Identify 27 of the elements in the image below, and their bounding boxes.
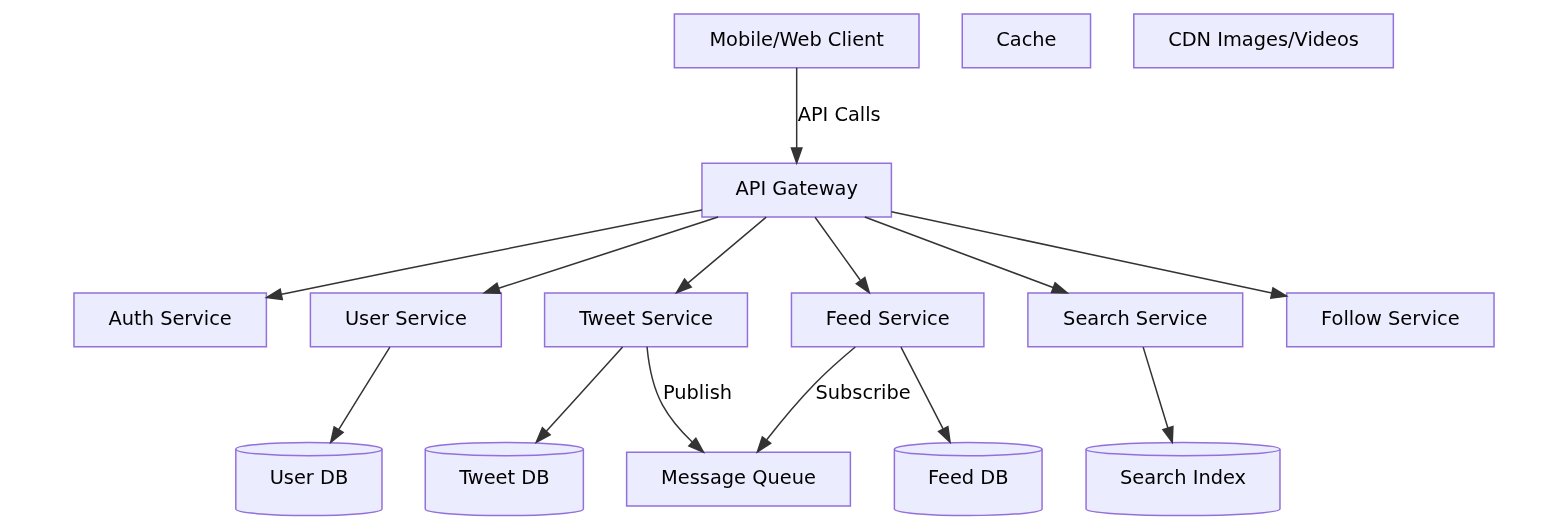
arrow	[482, 216, 719, 294]
edge-label: Subscribe	[815, 381, 911, 405]
arrow	[900, 346, 952, 445]
edge-label: API Calls	[797, 102, 881, 126]
node-box: Feed Service	[790, 292, 985, 348]
node-box: Follow Service	[1285, 292, 1495, 348]
arrow	[790, 67, 803, 166]
arrow	[329, 346, 391, 445]
node-box: Mobile/Web Client	[673, 13, 920, 69]
arrow	[1142, 346, 1174, 445]
arrow	[864, 216, 1070, 294]
node-box: API Gateway	[701, 162, 893, 218]
node-box: Auth Service	[73, 292, 268, 348]
arrow	[674, 216, 767, 295]
node-box: User Service	[309, 292, 503, 348]
node-box: Message Queue	[625, 451, 852, 507]
arrow	[814, 216, 871, 295]
arrow	[264, 209, 703, 301]
edge-label: Publish	[662, 381, 733, 405]
node-box: Search Service	[1027, 292, 1244, 348]
arrow	[534, 346, 624, 445]
arrow	[756, 346, 856, 454]
arrow	[646, 346, 706, 454]
node-box: Cache	[961, 13, 1092, 69]
node-box: Tweet Service	[543, 292, 749, 348]
node-box: CDN Images/Videos	[1133, 13, 1395, 69]
arrow	[890, 211, 1289, 299]
